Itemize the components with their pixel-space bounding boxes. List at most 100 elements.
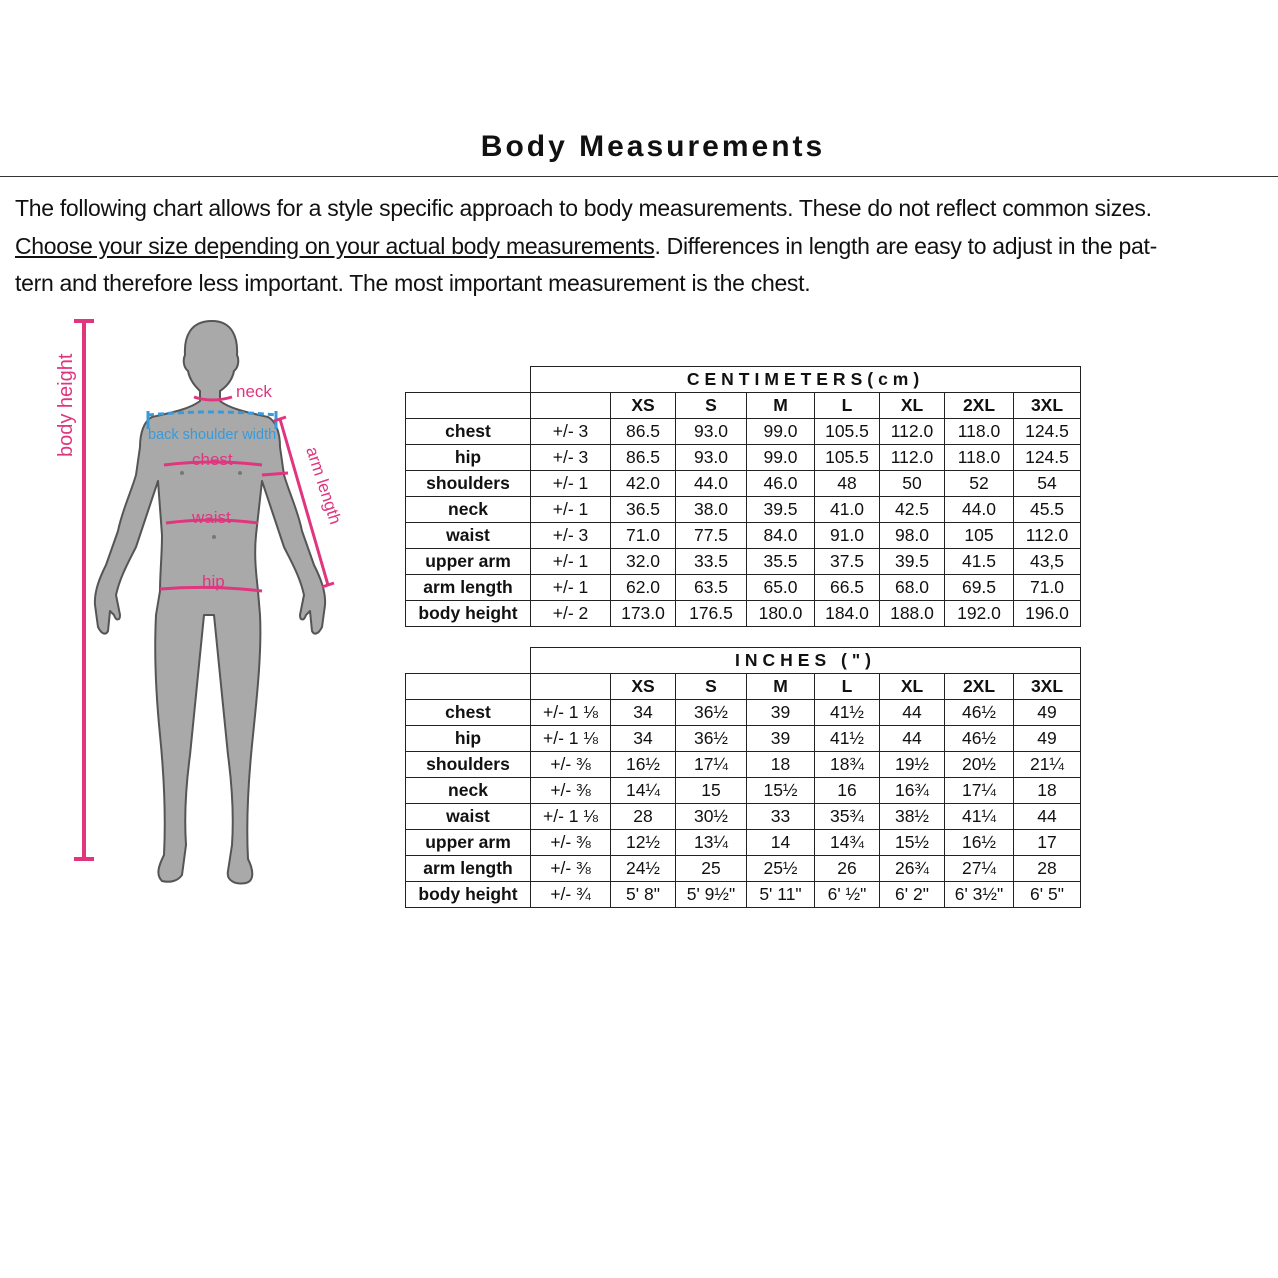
value-cell: 44.0 (675, 470, 747, 497)
value-cell: 17¼ (675, 751, 747, 778)
value-cell: 36.5 (610, 496, 676, 523)
row-label: hip (405, 725, 531, 752)
tolerance-cell: +/- 2 (530, 600, 611, 627)
value-cell: 71.0 (1013, 574, 1081, 601)
tolerance-cell: +/- ⅜ (530, 829, 611, 856)
value-cell: 14 (746, 829, 815, 856)
value-cell: 25½ (746, 855, 815, 882)
row-label: arm length (405, 855, 531, 882)
label-back-shoulder-width: back shoulder width (148, 427, 276, 443)
page-title: Body Measurements (480, 130, 826, 163)
value-cell: 180.0 (746, 600, 815, 627)
value-cell: 14¼ (610, 777, 676, 804)
value-cell: 36½ (675, 725, 747, 752)
value-cell: 84.0 (746, 522, 815, 549)
value-cell: 50 (879, 470, 945, 497)
value-cell: 68.0 (879, 574, 945, 601)
value-cell: 49 (1013, 699, 1081, 726)
value-cell: 39 (746, 725, 815, 752)
value-cell: 192.0 (944, 600, 1014, 627)
row-label: hip (405, 444, 531, 471)
row-label: neck (405, 777, 531, 804)
value-cell: 15 (675, 777, 747, 804)
value-cell: 112.0 (879, 444, 945, 471)
value-cell: 44 (879, 699, 945, 726)
value-cell: 24½ (610, 855, 676, 882)
size-header-m: M (746, 673, 815, 700)
value-cell: 124.5 (1013, 418, 1081, 445)
value-cell: 18¾ (814, 751, 880, 778)
value-cell: 16½ (610, 751, 676, 778)
row-label: neck (405, 496, 531, 523)
size-header-xl: XL (879, 673, 945, 700)
value-cell: 16 (814, 777, 880, 804)
table-caption: CENTIMETERS(cm) (530, 366, 1081, 393)
value-cell: 77.5 (675, 522, 747, 549)
tolerance-cell: +/- 1 (530, 574, 611, 601)
value-cell: 41.0 (814, 496, 880, 523)
value-cell: 19½ (879, 751, 945, 778)
title-divider (0, 176, 1278, 177)
value-cell: 39 (746, 699, 815, 726)
value-cell: 124.5 (1013, 444, 1081, 471)
tolerance-header (530, 392, 611, 419)
value-cell: 65.0 (746, 574, 815, 601)
body-silhouette (93, 320, 327, 885)
value-cell: 36½ (675, 699, 747, 726)
tolerance-cell: +/- 3 (530, 522, 611, 549)
value-cell: 32.0 (610, 548, 676, 575)
empty-cell (406, 648, 531, 674)
value-cell: 16½ (944, 829, 1014, 856)
value-cell: 15½ (879, 829, 945, 856)
size-header-s: S (675, 392, 747, 419)
value-cell: 44 (1013, 803, 1081, 830)
value-cell: 112.0 (1013, 522, 1081, 549)
value-cell: 43,5 (1013, 548, 1081, 575)
intro-text-3: tern and therefore less important. The m… (15, 270, 811, 296)
hip-line (159, 585, 263, 593)
value-cell: 46.0 (746, 470, 815, 497)
row-label: chest (405, 699, 531, 726)
value-cell: 176.5 (675, 600, 747, 627)
empty-cell (405, 392, 531, 419)
shoulder-line (147, 410, 277, 417)
value-cell: 69.5 (944, 574, 1014, 601)
value-cell: 39.5 (879, 548, 945, 575)
value-cell: 99.0 (746, 418, 815, 445)
value-cell: 17 (1013, 829, 1081, 856)
size-header-xs: XS (610, 673, 676, 700)
value-cell: 5' 11" (746, 881, 815, 908)
tolerance-cell: +/- 1 (530, 496, 611, 523)
value-cell: 86.5 (610, 418, 676, 445)
value-cell: 41¼ (944, 803, 1014, 830)
value-cell: 38½ (879, 803, 945, 830)
size-header-s: S (675, 673, 747, 700)
size-header-2xl: 2XL (944, 673, 1014, 700)
table-caption: INCHES (") (530, 647, 1081, 674)
tolerance-cell: +/- 1 ⅛ (530, 699, 611, 726)
row-label: waist (405, 522, 531, 549)
value-cell: 52 (944, 470, 1014, 497)
row-label: chest (405, 418, 531, 445)
arm-length-line (261, 415, 335, 589)
value-cell: 30½ (675, 803, 747, 830)
intro-paragraph: The following chart allows for a style s… (15, 190, 1265, 303)
tolerance-cell: +/- 1 ⅛ (530, 803, 611, 830)
value-cell: 42.5 (879, 496, 945, 523)
value-cell: 98.0 (879, 522, 945, 549)
intro-underlined: Choose your size depending on your actua… (15, 232, 655, 259)
value-cell: 5' 8" (610, 881, 676, 908)
row-label: arm length (405, 574, 531, 601)
value-cell: 42.0 (610, 470, 676, 497)
value-cell: 21¼ (1013, 751, 1081, 778)
size-header-l: L (814, 392, 880, 419)
value-cell: 48 (814, 470, 880, 497)
